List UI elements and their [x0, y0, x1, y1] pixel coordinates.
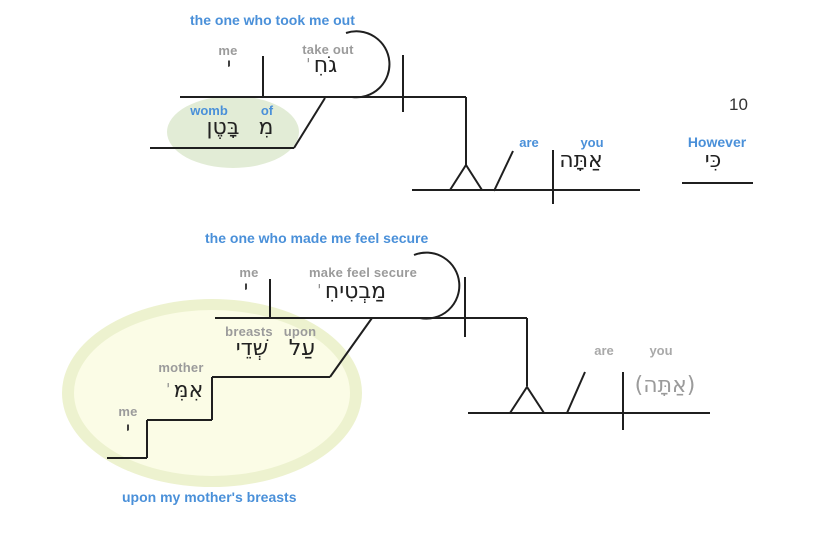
gloss-are-2: are — [594, 343, 614, 358]
suffix-yod-2: י — [317, 280, 321, 295]
gloss-me-2: me — [239, 265, 259, 280]
gloss-of: of — [260, 103, 274, 118]
womb-highlight-ellipse — [167, 96, 299, 168]
hebrew-attah-elided[interactable]: (אַתָּה) — [634, 373, 696, 398]
gloss-take-out: take out — [302, 42, 354, 57]
gloss-however: However — [687, 134, 747, 150]
hebrew-mi[interactable]: מִ — [258, 115, 274, 140]
gloss-mother: mother — [158, 360, 204, 375]
gloss-you: you — [580, 135, 604, 150]
verse-number: 10 — [729, 95, 748, 114]
prep-phrase-caption[interactable]: upon my mother's breasts — [122, 489, 297, 505]
top-copula-slash — [493, 150, 514, 192]
suffix-yod: י — [306, 54, 310, 69]
hebrew-al[interactable]: עַל — [288, 336, 316, 361]
gloss-are: are — [519, 135, 539, 150]
top-participle-arc — [345, 30, 391, 99]
gloss-breasts: breasts — [225, 324, 273, 339]
bottom-pedestal-triangle — [509, 385, 545, 414]
hebrew-attah[interactable]: אַתָּה — [559, 148, 603, 173]
gloss-me-3: me — [118, 404, 138, 419]
suffix-yod-3: י — [166, 379, 170, 394]
top-pedestal-triangle — [449, 163, 483, 191]
gloss-make-feel-secure: make feel secure — [309, 265, 417, 280]
hebrew-ki[interactable]: כִּי — [704, 148, 722, 173]
hebrew-mavtichi[interactable]: מַבְטִיחִי — [317, 279, 387, 304]
bottom-participle-arc — [413, 251, 461, 320]
bottom-copula-slash — [566, 371, 586, 414]
hebrew-object-yod-3[interactable]: י — [125, 418, 131, 440]
bottom-clause-caption[interactable]: the one who made me feel secure — [205, 230, 429, 246]
bottom-prep-slant — [329, 317, 373, 378]
hebrew-object-yod-2[interactable]: י — [243, 277, 249, 299]
gloss-me: me — [218, 43, 238, 58]
hebrew-beten[interactable]: בָּטֶן — [206, 115, 240, 140]
gloss-you-2: you — [649, 343, 673, 358]
top-clause-caption[interactable]: the one who took me out — [190, 12, 355, 28]
hebrew-immi[interactable]: אִמִּי — [166, 378, 204, 403]
hebrew-object-yod[interactable]: י — [226, 54, 232, 76]
hebrew-gochi[interactable]: גֹחִי — [306, 53, 338, 78]
top-prep-slant — [293, 97, 326, 149]
gloss-womb: womb — [190, 103, 228, 118]
hebrew-shedei[interactable]: שְׁדֵי — [235, 336, 269, 361]
gloss-upon: upon — [283, 324, 317, 339]
